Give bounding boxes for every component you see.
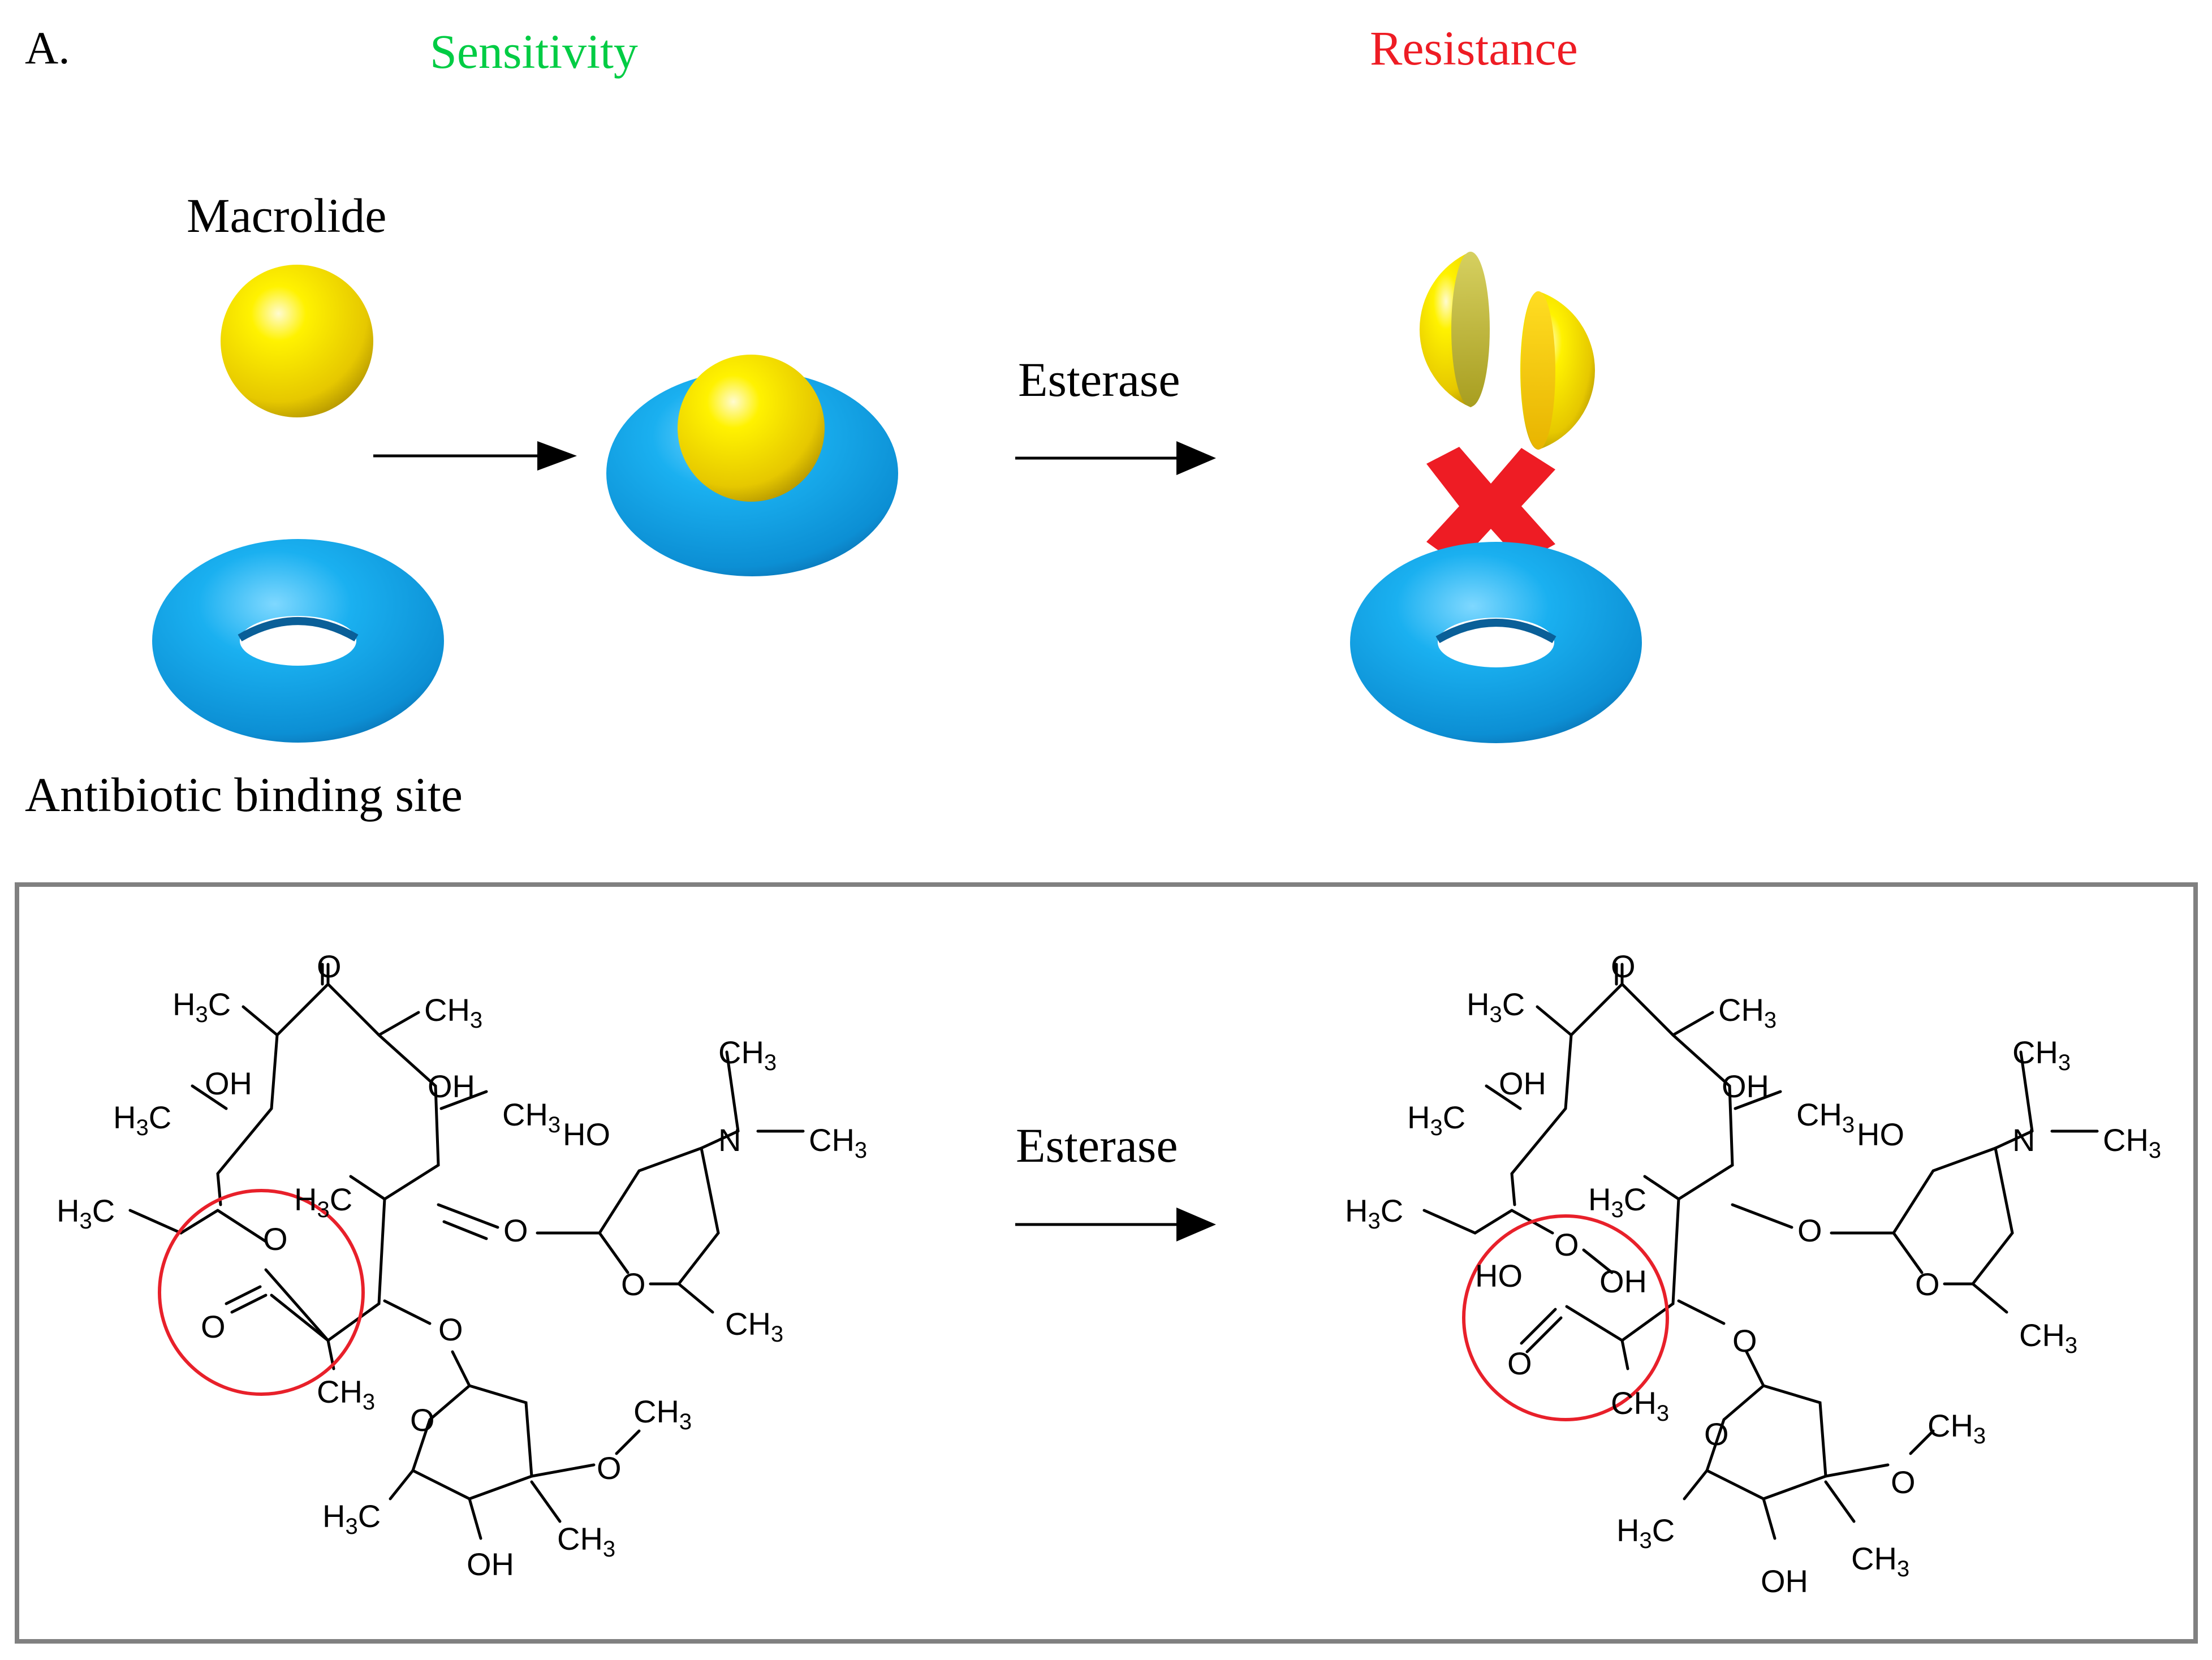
atom-label: OH: [1761, 1563, 1808, 1599]
atom-label: H3C: [294, 1182, 352, 1222]
bound-complex: [606, 355, 898, 576]
sensitivity-heading: Sensitivity: [430, 24, 638, 79]
atom-label: O: [1915, 1266, 1940, 1302]
atom-label: O: [263, 1221, 288, 1257]
atom-label: CH3: [1718, 992, 1777, 1033]
erythromycin-structure: O H3C CH3 OH OH H3C CH3 HO N CH3 CH3 H3C…: [57, 948, 867, 1582]
cleaved-macrolide-halves: [1419, 252, 1595, 450]
right-arrow-icon: [373, 441, 577, 471]
atom-label: O: [1554, 1227, 1579, 1262]
atom-label: O: [410, 1402, 435, 1438]
atom-label: CH3: [317, 1374, 375, 1415]
atom-label: CH3: [1928, 1408, 1986, 1448]
atom-label: O: [1891, 1464, 1916, 1500]
hydrolyzed-structure: O H3C CH3 OH OH H3C CH3 HO N CH3 CH3 H3C…: [1345, 948, 2161, 1599]
atom-label: O: [1732, 1323, 1757, 1359]
atom-label: O: [1611, 948, 1636, 984]
atom-label: OH: [428, 1068, 475, 1104]
atom-label: HO: [1475, 1258, 1523, 1293]
atom-label: N: [2012, 1122, 2035, 1158]
atom-label: O: [438, 1312, 463, 1347]
atom-label: CH3: [809, 1122, 867, 1163]
atom-label: O: [1797, 1213, 1822, 1248]
atom-label: H3C: [173, 986, 231, 1027]
atom-label: OH: [467, 1546, 514, 1582]
x-mark-icon: [1426, 447, 1555, 564]
binding-site-torus: [152, 539, 444, 743]
binding-site-label: Antibiotic binding site: [25, 768, 463, 822]
atom-label: CH3: [557, 1521, 615, 1562]
atom-label: O: [201, 1309, 226, 1344]
atom-label: H3C: [1467, 986, 1525, 1027]
atom-label: CH3: [718, 1034, 777, 1075]
atom-label: O: [1704, 1416, 1729, 1452]
atom-label: OH: [1499, 1066, 1546, 1101]
binding-site-torus-resistance: [1350, 542, 1642, 743]
esterase-label-bottom: Esterase: [1016, 1118, 1178, 1172]
atom-label: CH3: [633, 1394, 692, 1434]
atom-label: O: [317, 948, 342, 984]
atom-label: OH: [1599, 1264, 1647, 1299]
atom-label: CH3: [1611, 1385, 1669, 1426]
atom-label: OH: [1722, 1068, 1769, 1104]
right-arrow-icon: [1015, 1208, 1216, 1241]
atom-label: O: [597, 1450, 622, 1486]
atom-label: CH3: [2103, 1122, 2161, 1163]
macrolide-label: Macrolide: [187, 188, 387, 243]
mechanism-illustration: [152, 252, 1642, 743]
right-arrow-icon: [1015, 441, 1216, 475]
atom-label: H3C: [113, 1100, 171, 1140]
atom-label: CH3: [424, 992, 482, 1033]
esterase-label-top: Esterase: [1018, 352, 1180, 407]
acid-highlight-circle: [1462, 1214, 1669, 1421]
atom-label: CH3: [1851, 1541, 1909, 1581]
atom-label: N: [718, 1122, 741, 1158]
atom-label: CH3: [502, 1097, 560, 1137]
atom-label: O: [621, 1266, 646, 1302]
atom-label: H3C: [57, 1193, 115, 1234]
atom-label: HO: [563, 1116, 610, 1152]
atom-label: CH3: [2012, 1034, 2071, 1075]
ester-highlight-circle: [158, 1189, 365, 1396]
atom-label: H3C: [1616, 1512, 1675, 1553]
macrolide-ball: [221, 265, 373, 417]
atom-label: O: [503, 1213, 528, 1248]
atom-label: H3C: [322, 1498, 381, 1539]
atom-label: H3C: [1345, 1193, 1403, 1234]
atom-label: H3C: [1588, 1182, 1646, 1222]
atom-label: CH3: [1796, 1097, 1855, 1137]
reaction-frame: [15, 882, 2198, 1644]
atom-label: CH3: [2019, 1317, 2077, 1358]
resistance-heading: Resistance: [1370, 21, 1578, 75]
atom-label: CH3: [725, 1306, 783, 1347]
atom-label: H3C: [1407, 1100, 1465, 1140]
atom-label: OH: [205, 1066, 252, 1101]
atom-label: HO: [1857, 1116, 1904, 1152]
atom-label: O: [1507, 1346, 1532, 1381]
panel-label: A.: [25, 22, 70, 74]
